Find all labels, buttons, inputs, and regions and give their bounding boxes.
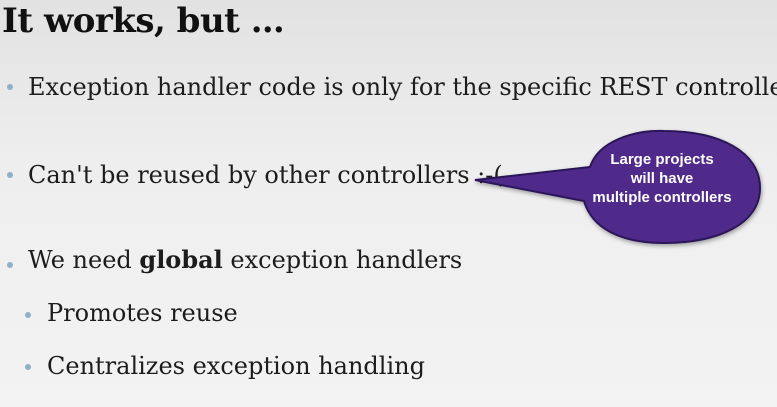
callout-line: will have xyxy=(630,170,694,187)
sub-bullet-dot xyxy=(25,364,31,370)
callout-line: Large projects xyxy=(610,151,714,168)
bullet-text-part: We need xyxy=(28,246,140,274)
slide-title: It works, but … xyxy=(2,1,285,41)
bullet-text: Can't be reused by other controllers :-( xyxy=(28,161,503,189)
bullet-text: We need global exception handlers xyxy=(28,245,462,275)
callout-line: multiple controllers xyxy=(592,189,732,206)
sub-bullet-text: Centralizes exception handling xyxy=(47,352,425,380)
speech-callout-text: Large projects will have multiple contro… xyxy=(576,150,748,207)
bullet-dot xyxy=(7,84,13,90)
speech-callout-shape xyxy=(474,129,762,245)
sub-bullet-text: Promotes reuse xyxy=(47,299,238,327)
bullet-text: Exception handler code is only for the s… xyxy=(28,73,777,101)
bullet-text-part: exception handlers xyxy=(222,246,463,274)
bullet-dot xyxy=(7,172,13,178)
sub-bullet-dot xyxy=(25,312,31,318)
bullet-text-emphasis: global xyxy=(139,245,223,274)
bullet-dot xyxy=(7,262,13,268)
